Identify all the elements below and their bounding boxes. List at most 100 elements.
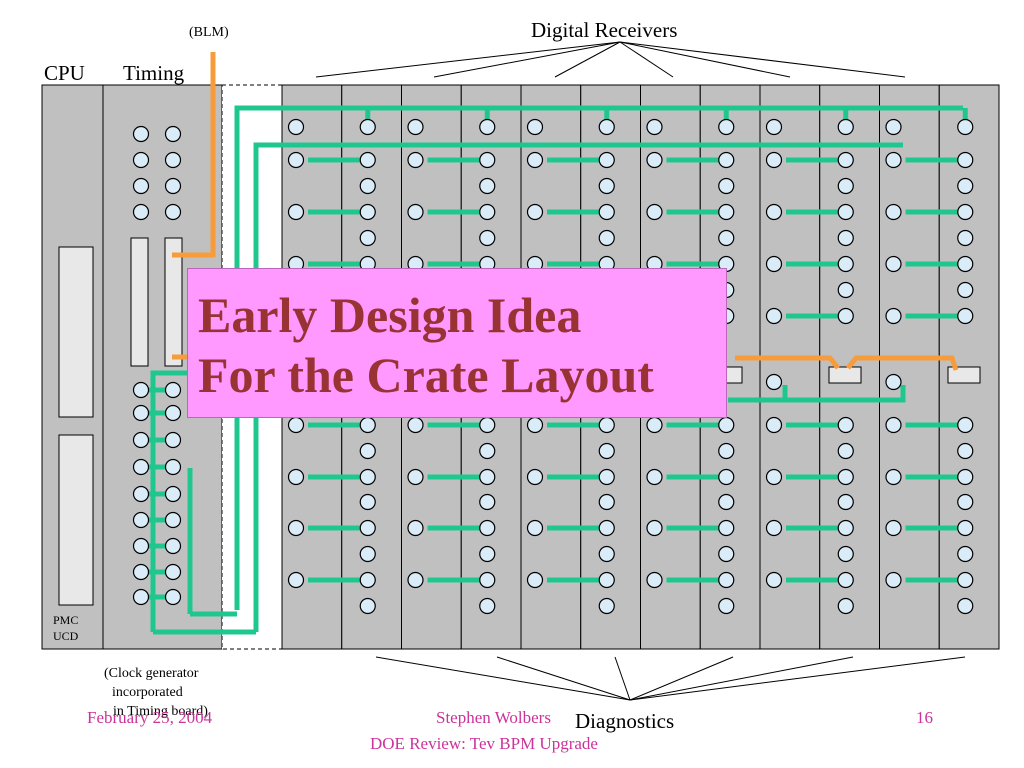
fan-lines [315,41,966,701]
connector-circle [598,416,615,434]
connector-circle [132,563,150,581]
connector-circle [957,177,974,195]
connector-circle [407,151,424,169]
connector-circle [837,468,854,486]
connector-circle [885,151,902,169]
receiver-slot [879,84,940,650]
connector-circle [359,545,376,563]
connector-circle [765,519,783,537]
connector-circle [287,416,305,434]
connector-circle [132,404,150,422]
connector-circle [359,519,376,537]
diag-orange-2 [846,355,959,371]
connector-circle [957,255,974,273]
connector-circle [479,203,496,221]
connector-circle [646,151,663,169]
connector-circle [359,493,376,511]
connector-circle [164,203,182,221]
connector-circle [718,416,735,434]
connector-circle [718,468,735,486]
connector-circle [287,151,305,169]
connector-circle [837,519,854,537]
connector-circle [646,571,663,589]
connector-circle [765,255,783,273]
connector-circle [837,493,854,511]
green-links [141,105,968,635]
connector-circle [598,151,615,169]
connector-circle [359,203,376,221]
connector-circle [132,458,150,476]
title-line-2: For the Crate Layout [198,347,654,403]
connector-circle [598,468,615,486]
fan-line [619,41,906,78]
connector-circle [287,118,305,136]
connector-circle [718,545,735,563]
connector-circle [598,177,615,195]
connector-circle [359,416,376,434]
connector-circle [132,485,150,503]
connector-circle [132,151,150,169]
fan-line [554,41,621,78]
connector-circle [765,373,783,391]
connector-circle [407,571,424,589]
connector-circle [598,203,615,221]
connector-circle [957,442,974,460]
connector-circle [164,431,182,449]
connector-circle [359,597,376,615]
connector-circle [479,229,496,247]
fan-line [433,41,621,78]
connector-circle [132,125,150,143]
digital-receivers-label: Digital Receivers [531,18,678,42]
connector-circle [479,118,496,136]
fan-line [315,41,621,78]
connector-circle [526,203,544,221]
connector-circle [164,485,182,503]
ucd-label: UCD [53,629,79,643]
fan-line [629,656,854,701]
connector-circle [164,588,182,606]
connector-circle [598,545,615,563]
footer-review: DOE Review: Tev BPM Upgrade [370,734,598,753]
connector-circle [957,468,974,486]
cpu-label: CPU [44,61,85,85]
title-box: Early Design Idea For the Crate Layout [187,268,727,418]
connector-circle [718,493,735,511]
connector-circle [957,229,974,247]
connector-circle [718,597,735,615]
connector-circle [718,177,735,195]
connector-circle [479,571,496,589]
connector-circle [765,416,783,434]
connector-circle [765,118,783,136]
connector-circle [407,203,424,221]
connector-circle [164,458,182,476]
connector-circle [837,442,854,460]
connector-circle [765,151,783,169]
clock-note-line3: in Timing board) [113,704,208,719]
connector-circle [359,229,376,247]
connector-circle [957,203,974,221]
connector-circle [479,519,496,537]
connector-circle [132,177,150,195]
connector-circle [479,493,496,511]
connector-circle [287,203,305,221]
connector-circle [479,177,496,195]
connector-circle [885,307,902,325]
connector-circle [479,151,496,169]
fan-line [496,656,631,701]
diagnostics-label: Diagnostics [575,709,675,733]
connector-circle [132,588,150,606]
connector-circle [132,381,150,399]
connector-circle [957,307,974,325]
connector-circle [479,442,496,460]
connector-circle [359,468,376,486]
connector-circle [407,519,424,537]
connector-circle [164,125,182,143]
connector-circle [718,118,735,136]
connector-circle [765,571,783,589]
connector-circle [837,597,854,615]
clock-bus-line [234,105,963,610]
connector-circle [132,431,150,449]
connector-circle [837,307,854,325]
connector-circle [957,519,974,537]
connector-circle [837,177,854,195]
